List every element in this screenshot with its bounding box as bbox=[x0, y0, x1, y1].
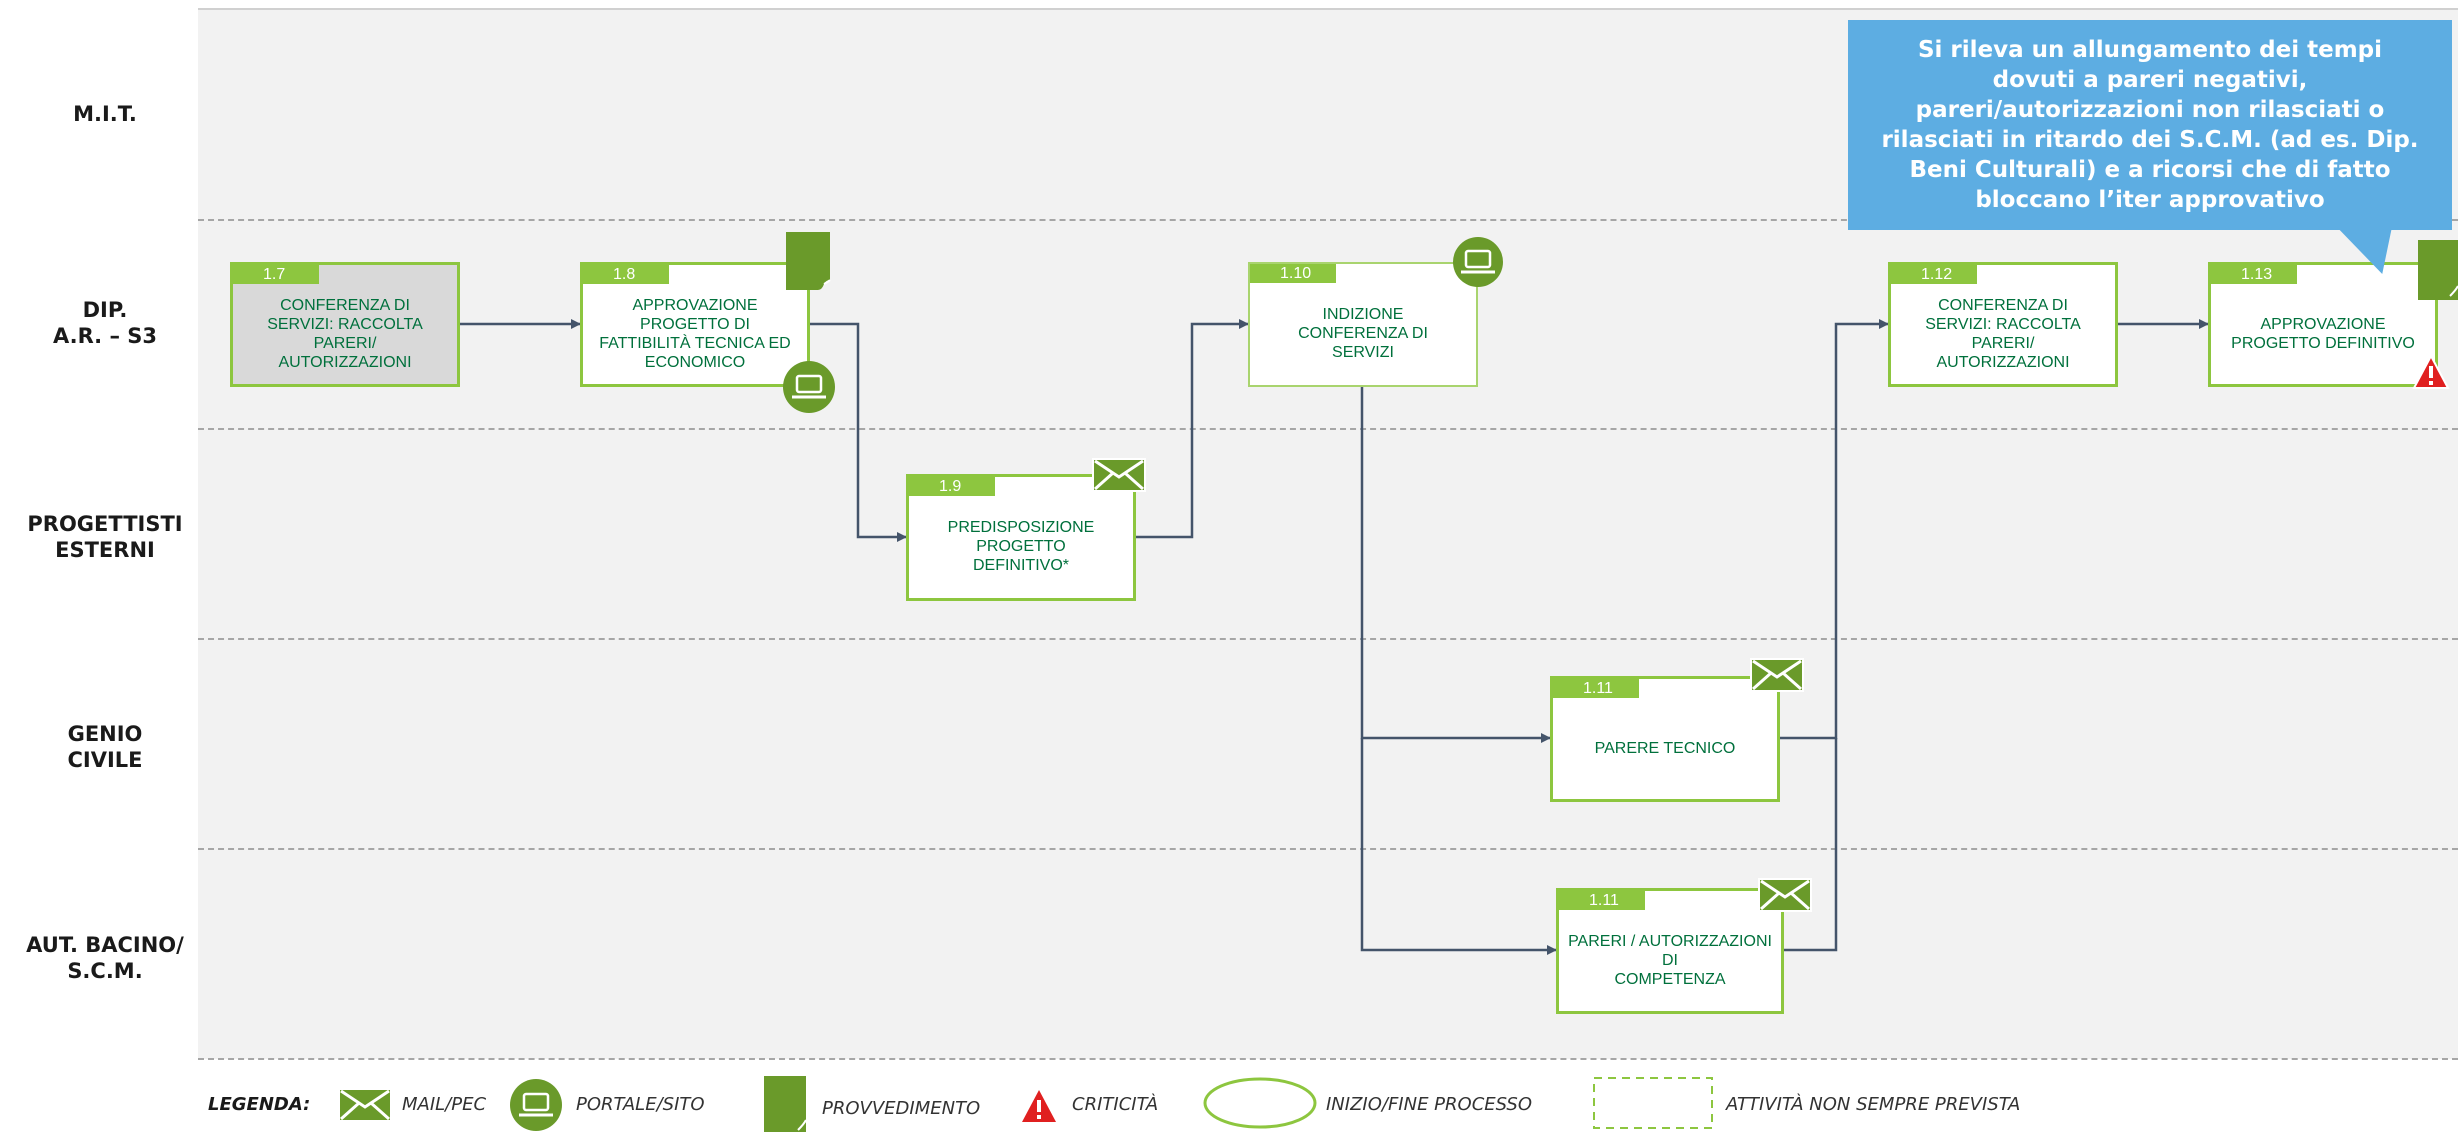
arrow-1-10-to-pareri-autorizzazioni bbox=[1360, 738, 1557, 955]
legend-inizio-fine-label: INIZIO/FINE PROCESSO bbox=[1326, 1094, 1533, 1115]
step-label: CONFERENZA DI SERVIZI: RACCOLTA PARERI/ … bbox=[1925, 296, 2081, 371]
warning-icon bbox=[2412, 354, 2450, 389]
legend-provvedimento-label: PROVVEDIMENTO bbox=[822, 1098, 981, 1119]
lane-separator bbox=[198, 219, 2458, 221]
start-end-ellipse-icon bbox=[1203, 1077, 1317, 1129]
mail-icon bbox=[1758, 878, 1812, 912]
lane-label-mit: M.I.T. bbox=[73, 102, 137, 126]
lane-label-dip-ar-s3: DIP. A.R. – S3 bbox=[52, 298, 157, 348]
step-label: APPROVAZIONE PROGETTO DI FATTIBILITÀ TEC… bbox=[599, 296, 791, 371]
step-1-11-parere-tecnico: 1.11 PARERE TECNICO bbox=[1550, 676, 1780, 802]
step-number: 1.13 bbox=[2211, 265, 2297, 284]
legend-mail-label: MAIL/PEC bbox=[402, 1094, 487, 1115]
step-1-7: 1.7 CONFERENZA DI SERVIZI: RACCOLTA PARE… bbox=[230, 262, 460, 387]
step-label: APPROVAZIONE PROGETTO DEFINITIVO bbox=[2231, 315, 2415, 352]
step-label: PARERI / AUTORIZZAZIONI DI COMPETENZA bbox=[1568, 932, 1772, 988]
step-1-11-pareri-autorizzazioni: 1.11 PARERI / AUTORIZZAZIONI DI COMPETEN… bbox=[1556, 888, 1784, 1014]
mail-icon bbox=[338, 1088, 392, 1122]
step-label: PARERE TECNICO bbox=[1594, 739, 1736, 757]
legend-criticita-label: CRITICITÀ bbox=[1072, 1094, 1159, 1115]
step-number: 1.11 bbox=[1559, 891, 1645, 910]
lane-separator bbox=[198, 1058, 2458, 1060]
arrow-parere-tecnico-to-1-12 bbox=[1778, 319, 1889, 740]
laptop-icon bbox=[510, 1079, 562, 1131]
step-label: PREDISPOSIZIONE PROGETTO DEFINITIVO* bbox=[947, 519, 1095, 574]
mail-icon bbox=[1750, 658, 1804, 692]
mail-icon bbox=[1092, 458, 1146, 492]
step-label: INDIZIONE CONFERENZA DI SERVIZI bbox=[1298, 306, 1428, 361]
criticality-callout: Si rileva un allungamento dei tempi dovu… bbox=[1848, 20, 2452, 230]
step-number: 1.11 bbox=[1553, 679, 1639, 698]
step-number: 1.7 bbox=[233, 265, 319, 284]
document-icon bbox=[2418, 240, 2458, 300]
laptop-icon bbox=[783, 361, 835, 413]
lane-label-progettisti-esterni: PROGETTISTI ESTERNI bbox=[27, 512, 183, 562]
lane-label-genio-civile: GENIO CIVILE bbox=[67, 722, 143, 772]
top-border bbox=[198, 8, 2458, 10]
legend-title: LEGENDA: bbox=[208, 1094, 311, 1115]
step-number: 1.9 bbox=[909, 477, 995, 496]
lane-separator bbox=[198, 428, 2458, 430]
dashed-box-icon bbox=[1593, 1077, 1713, 1129]
lane-label-aut-bacino-scm: AUT. BACINO/ S.C.M. bbox=[26, 933, 184, 983]
arrow-1-10-to-parere-tecnico bbox=[1360, 385, 1551, 743]
step-label: CONFERENZA DI SERVIZI: RACCOLTA PARERI/ … bbox=[267, 296, 423, 371]
legend-portal-label: PORTALE/SITO bbox=[576, 1094, 705, 1115]
document-icon bbox=[764, 1076, 807, 1132]
step-1-9: 1.9 PREDISPOSIZIONE PROGETTO DEFINITIVO* bbox=[906, 474, 1136, 601]
step-1-10: 1.10 INDIZIONE CONFERENZA DI SERVIZI bbox=[1248, 262, 1478, 387]
laptop-icon bbox=[1453, 237, 1503, 287]
step-number: 1.12 bbox=[1891, 265, 1977, 284]
arrow-1-9-to-1-10 bbox=[1136, 319, 1249, 539]
legend-non-sempre-label: ATTIVITÀ NON SEMPRE PREVISTA bbox=[1726, 1094, 2021, 1115]
step-1-8: 1.8 APPROVAZIONE PROGETTO DI FATTIBILITÀ… bbox=[580, 262, 810, 387]
lane-separator bbox=[198, 638, 2458, 640]
document-icon bbox=[786, 232, 831, 290]
step-number: 1.10 bbox=[1250, 264, 1336, 283]
step-1-12: 1.12 CONFERENZA DI SERVIZI: RACCOLTA PAR… bbox=[1888, 262, 2118, 387]
warning-icon bbox=[1022, 1090, 1056, 1122]
arrow-pareri-autorizzazioni-to-1-12 bbox=[1782, 738, 1838, 952]
step-1-13: 1.13 APPROVAZIONE PROGETTO DEFINITIVO bbox=[2208, 262, 2438, 387]
step-number: 1.8 bbox=[583, 265, 669, 284]
arrow-1-8-to-1-9 bbox=[808, 322, 907, 542]
lane-separator bbox=[198, 848, 2458, 850]
